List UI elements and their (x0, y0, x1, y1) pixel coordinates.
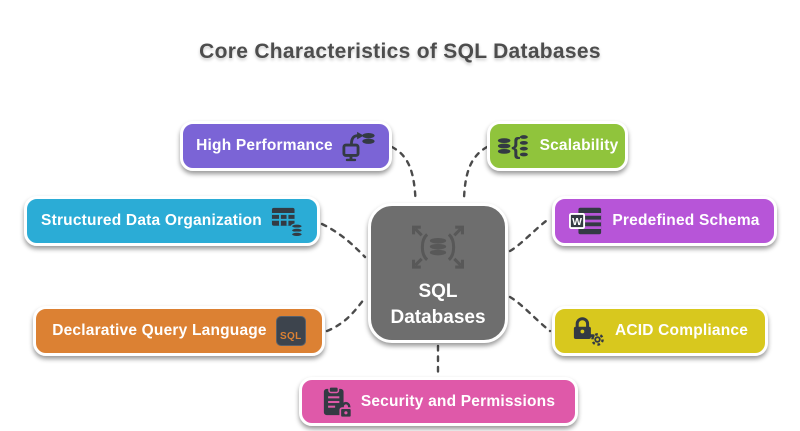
connector-predefined-schema (508, 216, 552, 253)
center-node-sql-databases: SQL Databases (368, 203, 508, 343)
connector-declarative-query (325, 296, 367, 333)
svg-text:{: { (511, 133, 520, 159)
sql-badge-icon: SQL (275, 316, 306, 346)
diagram-title: Core Characteristics of SQL Databases (199, 40, 601, 63)
node-security-and-permissions: Security and Permissions (299, 377, 578, 426)
connector-scalability (462, 145, 489, 201)
node-declarative-query-language: Declarative Query Language SQL (33, 306, 325, 356)
word-document-icon: W (569, 207, 602, 235)
monitor-database-transfer-icon (342, 131, 375, 162)
node-label: Predefined Schema (612, 212, 760, 229)
node-label: Scalability (539, 137, 619, 154)
connector-structured-data (320, 222, 367, 259)
node-label: High Performance (196, 137, 333, 154)
svg-text:W: W (572, 217, 582, 228)
node-predefined-schema: W Predefined Schema (552, 196, 777, 246)
connector-acid-compliance (508, 295, 552, 333)
clipboard-lock-icon (323, 385, 352, 418)
node-label: Security and Permissions (360, 392, 556, 410)
sql-badge-text: SQL (280, 331, 302, 342)
table-database-icon (271, 207, 303, 237)
node-label: Declarative Query Language (52, 322, 267, 339)
node-label: ACID Compliance (614, 322, 749, 339)
node-acid-compliance: ACID Compliance (552, 306, 768, 356)
node-structured-data-organization: Structured Data Organization (24, 196, 320, 246)
center-node-label: SQL Databases (390, 281, 486, 328)
node-label: Structured Data Organization (41, 212, 262, 229)
connector-high-performance (390, 145, 417, 201)
lock-gear-icon (573, 317, 604, 346)
database-expand-arrows-icon (411, 225, 465, 269)
node-high-performance: High Performance (180, 121, 392, 171)
node-scalability: { Scalability (487, 121, 628, 171)
database-sharding-icon: { (497, 133, 528, 159)
